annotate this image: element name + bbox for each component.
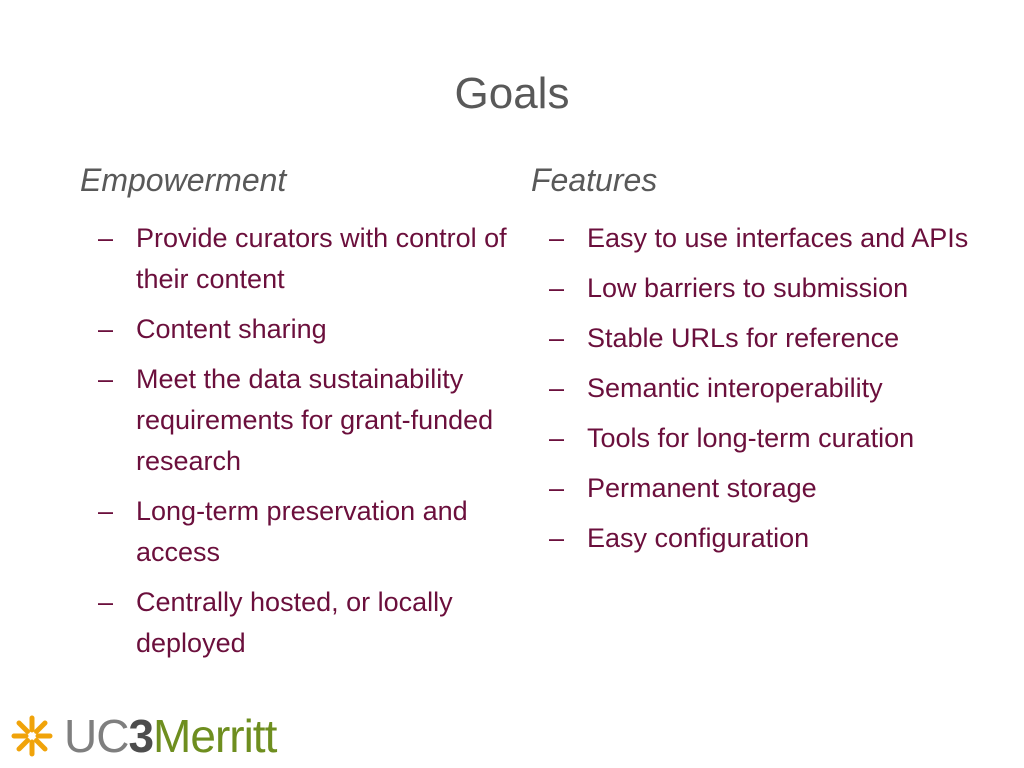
- list-item: – Easy configuration: [531, 518, 1001, 559]
- bullet-marker: –: [549, 523, 565, 553]
- list-item: – Easy to use interfaces and APIs: [531, 218, 1001, 259]
- empowerment-list: – Provide curators with control of their…: [80, 218, 520, 664]
- logo-three-text: 3: [128, 710, 154, 762]
- bullet-marker: –: [549, 223, 565, 253]
- bullet-marker: –: [549, 373, 565, 403]
- bullet-marker: –: [98, 364, 114, 394]
- list-item: – Meet the data sustainability requireme…: [80, 359, 520, 482]
- empowerment-heading: Empowerment: [80, 162, 287, 198]
- list-item: – Permanent storage: [531, 468, 1001, 509]
- list-item: – Tools for long-term curation: [531, 418, 1001, 459]
- list-item: – Semantic interoperability: [531, 368, 1001, 409]
- list-item-text: Easy configuration: [587, 523, 810, 553]
- list-item-text: Centrally hosted, or locally deployed: [136, 587, 453, 658]
- list-item-text: Content sharing: [136, 314, 327, 344]
- bullet-marker: –: [98, 587, 114, 617]
- list-item-text: Permanent storage: [587, 473, 817, 503]
- features-heading: Features: [531, 162, 658, 198]
- bullet-marker: –: [98, 314, 114, 344]
- list-item-text: Stable URLs for reference: [587, 323, 900, 353]
- bullet-marker: –: [549, 323, 565, 353]
- list-item-text: Long-term preservation and access: [136, 496, 468, 567]
- list-item: – Long-term preservation and access: [80, 491, 520, 573]
- list-item: – Stable URLs for reference: [531, 318, 1001, 359]
- bullet-marker: –: [549, 423, 565, 453]
- list-item: – Provide curators with control of their…: [80, 218, 520, 300]
- list-item: – Low barriers to submission: [531, 268, 1001, 309]
- list-item: – Centrally hosted, or locally deployed: [80, 582, 520, 664]
- list-item-text: Semantic interoperability: [587, 373, 883, 403]
- empowerment-column: Empowerment – Provide curators with cont…: [80, 158, 520, 673]
- list-item-text: Tools for long-term curation: [587, 423, 915, 453]
- asterisk-star-icon: [11, 715, 53, 757]
- slide-title: Goals: [454, 69, 570, 118]
- bullet-marker: –: [98, 223, 114, 253]
- bullet-marker: –: [549, 273, 565, 303]
- list-item-text: Provide curators with control of their c…: [136, 223, 507, 294]
- bullet-marker: –: [549, 473, 565, 503]
- list-item-text: Low barriers to submission: [587, 273, 909, 303]
- features-list: – Easy to use interfaces and APIs – Low …: [531, 218, 1001, 559]
- logo-wordmark: UC3Merritt: [64, 708, 277, 764]
- features-column: Features – Easy to use interfaces and AP…: [531, 158, 1001, 568]
- logo-uc-text: UC: [64, 710, 129, 762]
- list-item-text: Easy to use interfaces and APIs: [587, 223, 969, 253]
- list-item: – Content sharing: [80, 309, 520, 350]
- uc3-merritt-logo: UC3Merritt: [10, 708, 277, 764]
- bullet-marker: –: [98, 496, 114, 526]
- list-item-text: Meet the data sustainability requirement…: [136, 364, 494, 476]
- logo-merritt-text: Merritt: [153, 710, 277, 762]
